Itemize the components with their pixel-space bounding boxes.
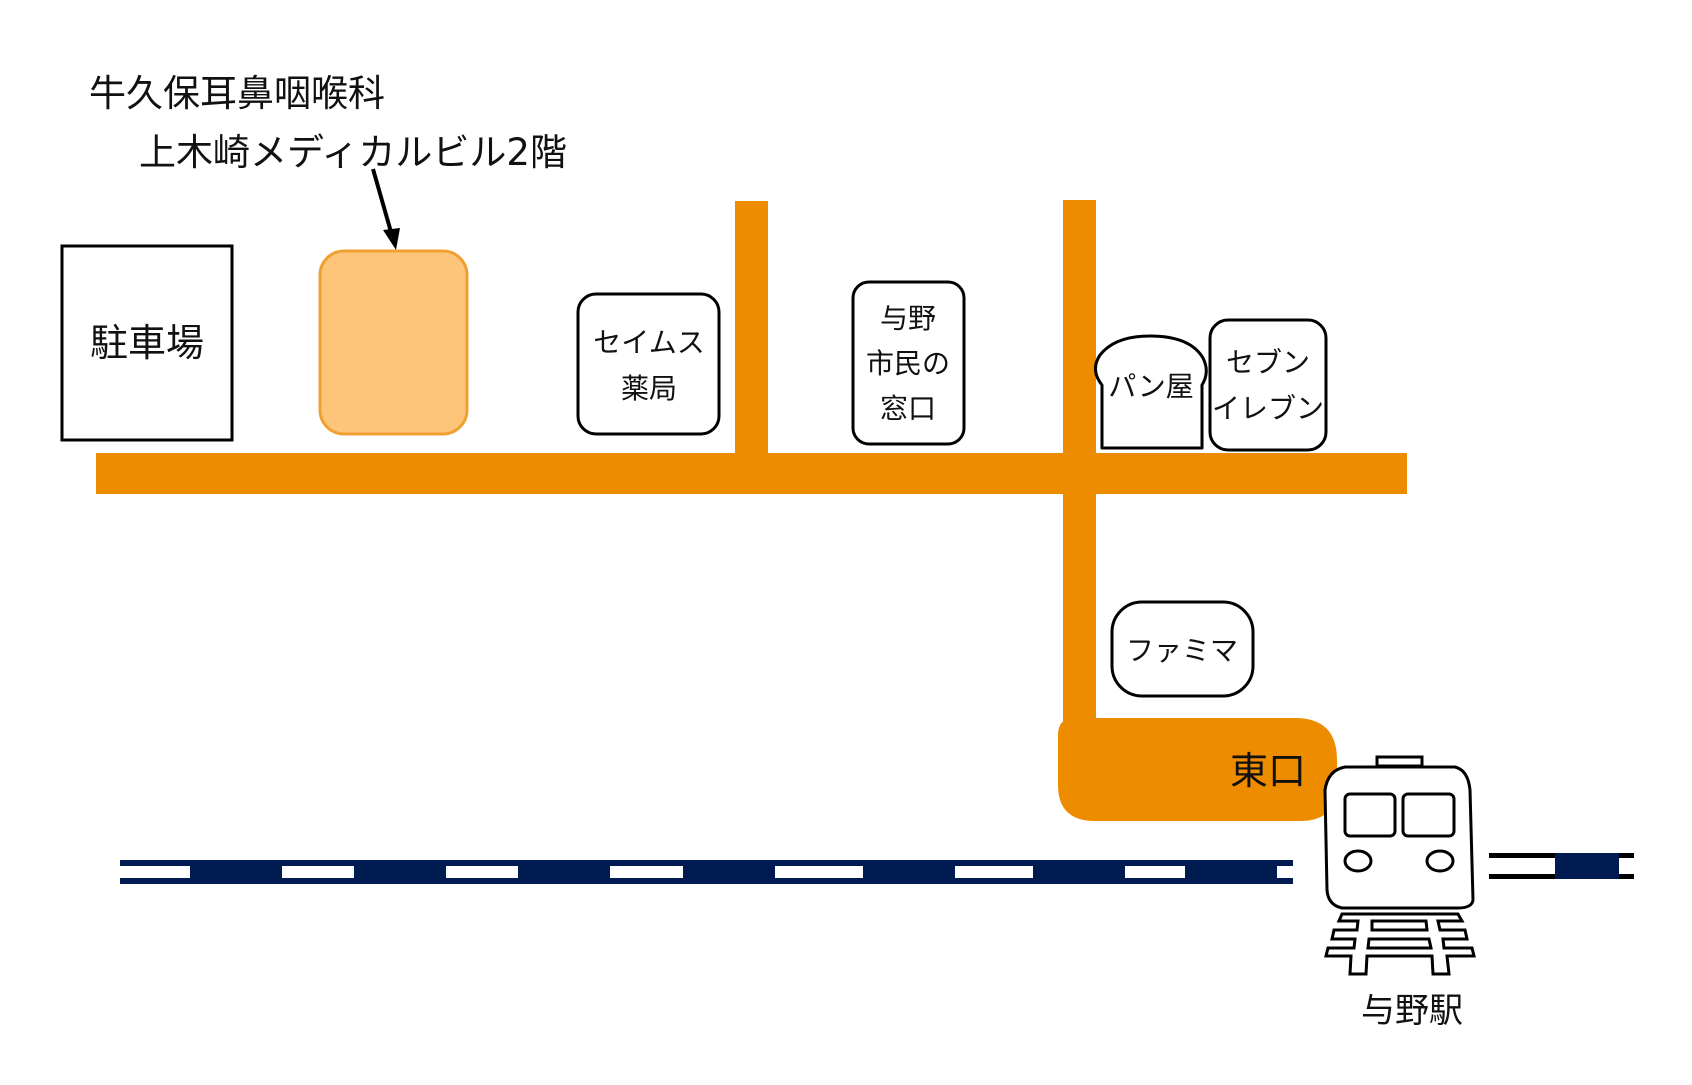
side-road-2	[1063, 200, 1096, 740]
arrow-icon	[371, 168, 400, 250]
seims-label: セイムス	[593, 326, 704, 359]
seven-eleven	[1208, 318, 1328, 452]
yono-label: 与野	[880, 302, 936, 335]
yono-citizen-window	[851, 280, 966, 446]
east-exit-label: 東口	[1230, 749, 1306, 793]
parking	[60, 244, 234, 442]
citizen-label: 市民の	[866, 347, 950, 380]
clinic-building	[318, 249, 469, 436]
roads	[96, 200, 1407, 821]
familymart	[1110, 600, 1255, 698]
railway-track	[120, 853, 1646, 884]
window-label: 窓口	[880, 392, 936, 425]
clinic-name: 牛久保耳鼻咽喉科	[89, 72, 385, 115]
pharmacy-label: 薬局	[621, 372, 677, 405]
train-icon	[1323, 755, 1476, 976]
main-road	[96, 453, 1407, 494]
bakery-bread-icon	[1094, 334, 1208, 450]
east-exit-area	[1058, 718, 1337, 821]
parking-label: 駐車場	[90, 321, 204, 365]
station-label: 与野駅	[1361, 991, 1463, 1031]
building-name: 上木崎メディカルビル2階	[139, 131, 567, 174]
familymart-label: ファミマ	[1126, 634, 1238, 667]
eleven-label: イレブン	[1212, 392, 1324, 425]
side-road-1	[735, 201, 768, 454]
seven-label: セブン	[1226, 346, 1310, 379]
bakery-label: パン屋	[1108, 370, 1193, 403]
seims-pharmacy	[576, 292, 721, 436]
